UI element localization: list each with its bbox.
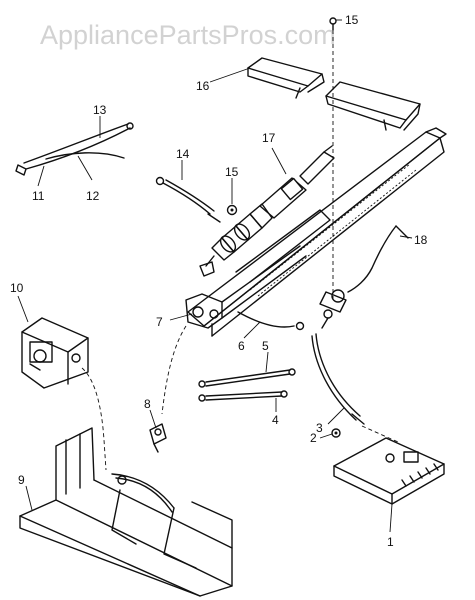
callout-13: 13 (93, 103, 107, 117)
part-12-13-lead (15, 122, 134, 176)
callout-14: 14 (176, 147, 190, 161)
callout-15-top: 15 (345, 13, 359, 27)
callout-4: 4 (272, 413, 279, 427)
callout-18: 18 (414, 233, 428, 247)
part-15-screw-top (329, 17, 337, 31)
part-17-pilot-assembly (199, 145, 335, 277)
callout-17: 17 (262, 131, 276, 145)
part-8-orifice (149, 423, 167, 453)
callout-7: 7 (156, 315, 163, 329)
callout-9: 9 (18, 473, 25, 487)
callout-10: 10 (10, 281, 24, 295)
callout-5: 5 (262, 339, 269, 353)
part-16-bracket (247, 57, 421, 131)
part-7-main-burner (185, 127, 447, 337)
part-2-screw (331, 428, 341, 438)
callout-15-mid: 15 (225, 165, 239, 179)
callout-12: 12 (86, 189, 100, 203)
part-10-gas-valve (21, 317, 89, 389)
part-15-screw-mid (226, 204, 238, 216)
callout-11: 11 (32, 189, 45, 203)
part-5-wire (198, 368, 296, 388)
part-18-igniter (319, 225, 409, 329)
callout-2: 2 (310, 431, 317, 445)
part-9-base-frame (19, 427, 233, 597)
watermark-text: AppliancePartsPros.com (40, 20, 336, 50)
callout-8: 8 (144, 397, 151, 411)
part-3-lead (311, 333, 399, 443)
leader-lines (17, 19, 413, 533)
callout-3: 3 (316, 421, 323, 435)
callout-6: 6 (238, 339, 245, 353)
part-1-ignition-module (333, 437, 445, 505)
callout-16: 16 (196, 79, 210, 93)
part-14-pilot-tube (155, 176, 221, 223)
part-4-wire (198, 390, 288, 402)
callout-1: 1 (387, 535, 394, 549)
part-6-wire (237, 311, 305, 331)
